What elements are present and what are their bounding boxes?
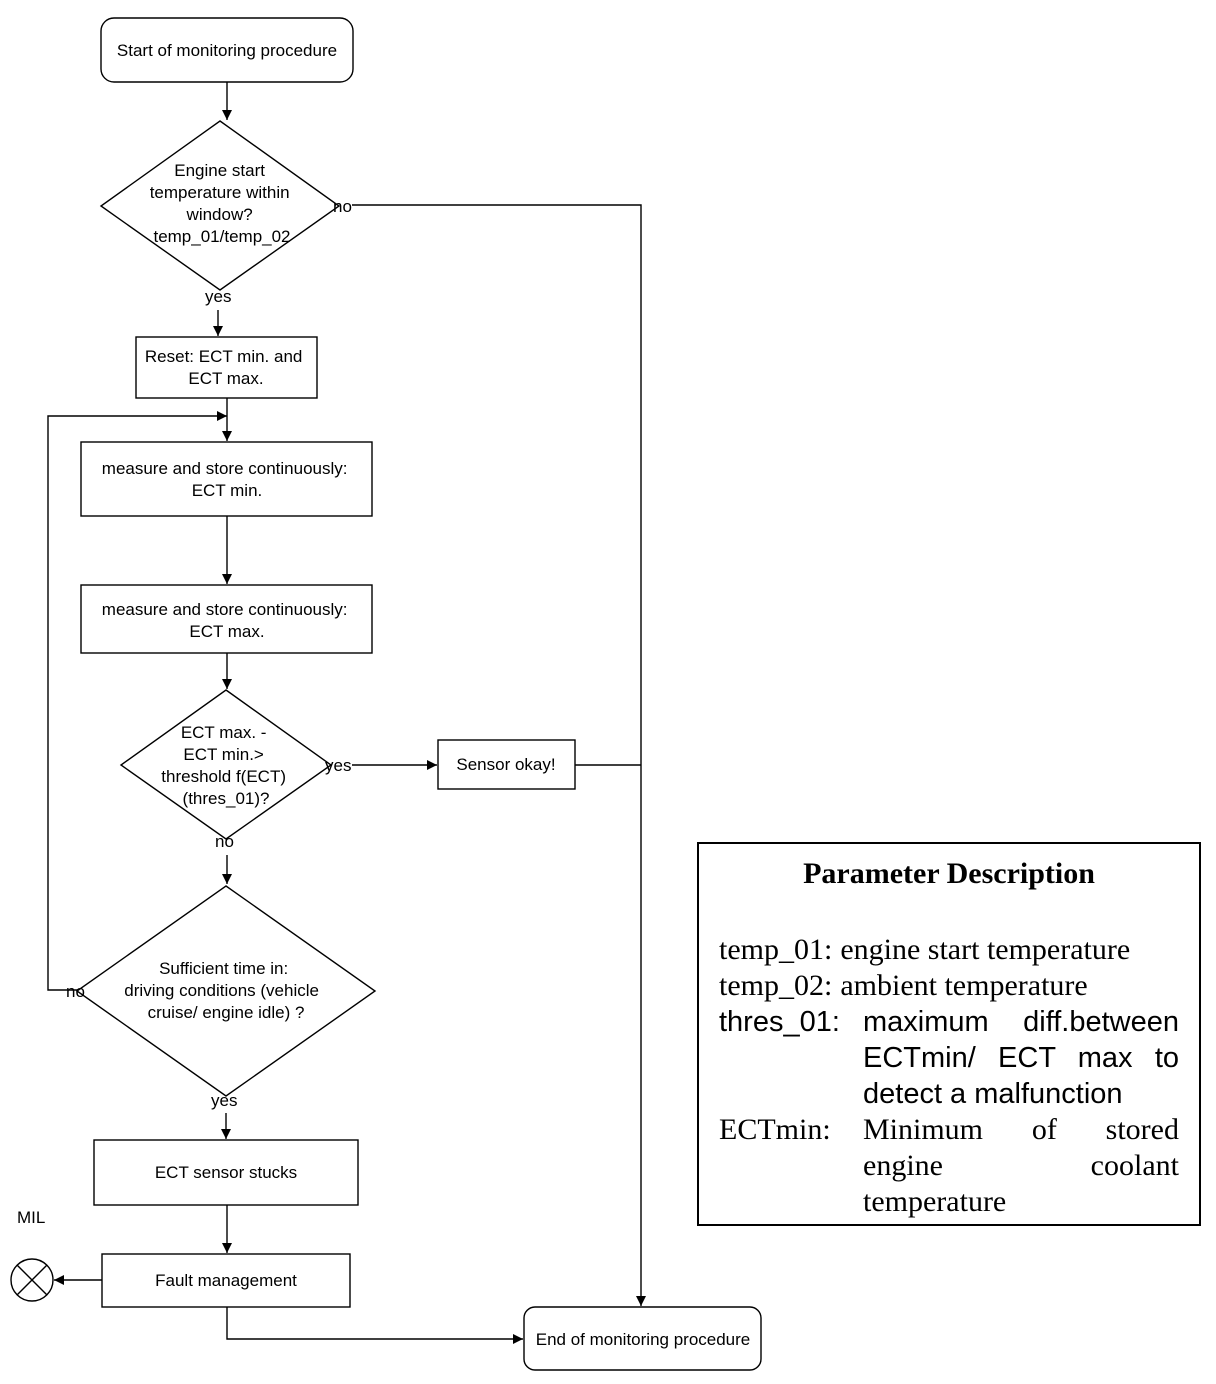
legend-row-temp02: temp_02: ambient temperature xyxy=(719,968,1179,1004)
decision-engine-start-label: Engine start temperature within window? … xyxy=(150,161,295,246)
measure-min-node: measure and store continuously: ECT min. xyxy=(80,441,373,517)
edges xyxy=(47,82,646,1344)
fault-node: Fault management xyxy=(101,1253,351,1308)
legend-key: ECTmin: xyxy=(719,1113,831,1146)
ect-stuck-label: ECT sensor stucks xyxy=(155,1163,297,1182)
measure-min-label: measure and store continuously: ECT min. xyxy=(102,459,352,500)
label-engine-yes: yes xyxy=(205,287,231,306)
legend-value: Minimum of stored engine coolant tempera… xyxy=(863,1113,1179,1218)
mil-lamp-icon xyxy=(10,1258,54,1302)
edge-time-no-loop-back xyxy=(47,411,227,991)
mil-label: MIL xyxy=(17,1208,45,1227)
label-threshold-yes: yes xyxy=(325,756,351,775)
legend-title: Parameter Description xyxy=(803,857,1095,890)
sensor-okay-label: Sensor okay! xyxy=(456,755,555,774)
legend-value: maximum diff.between ECTmin/ ECT max to … xyxy=(863,1006,1179,1110)
decision-threshold-label: ECT max. - ECT min.> threshold f(ECT) (t… xyxy=(161,723,290,808)
legend-key: temp_01: xyxy=(719,933,833,966)
label-time-no: no xyxy=(66,982,85,1001)
legend-key: temp_02: xyxy=(719,969,833,1002)
label-engine-no: no xyxy=(333,197,352,216)
ect-stuck-node: ECT sensor stucks xyxy=(93,1139,359,1206)
decision-engine-start: Engine start temperature within window? … xyxy=(99,120,341,291)
parameter-description-box: Parameter Description temp_01: engine st… xyxy=(697,842,1201,1226)
measure-max-node: measure and store continuously: ECT max. xyxy=(80,584,373,654)
legend-value: engine start temperature xyxy=(840,933,1131,966)
legend-row-ectmin: ECTmin: Minimum of stored engine coolant… xyxy=(719,1112,1179,1220)
sensor-okay-node: Sensor okay! xyxy=(437,739,576,790)
end-node: End of monitoring procedure xyxy=(523,1306,762,1371)
decision-threshold: ECT max. - ECT min.> threshold f(ECT) (t… xyxy=(119,689,333,840)
start-label: Start of monitoring procedure xyxy=(117,41,337,60)
end-label: End of monitoring procedure xyxy=(536,1330,751,1349)
legend-value: ambient temperature xyxy=(840,969,1088,1002)
measure-max-label: measure and store continuously: ECT max. xyxy=(102,600,352,641)
start-node: Start of monitoring procedure xyxy=(100,17,354,83)
legend-row-temp01: temp_01: engine start temperature xyxy=(719,932,1179,968)
label-time-yes: yes xyxy=(211,1091,237,1110)
label-threshold-no: no xyxy=(215,832,234,851)
reset-label: Reset: ECT min. and ECT max. xyxy=(145,347,307,388)
fault-label: Fault management xyxy=(155,1271,297,1290)
reset-node: Reset: ECT min. and ECT max. xyxy=(135,336,318,399)
decision-time: Sufficient time in: driving conditions (… xyxy=(75,885,377,1097)
legend-row-thres01: thres_01: maximum diff.between ECTmin/ E… xyxy=(719,1004,1179,1112)
legend-key: thres_01: xyxy=(719,1006,840,1038)
edge-fault-to-end xyxy=(226,1307,523,1344)
decision-time-label: Sufficient time in: driving conditions (… xyxy=(124,959,323,1022)
edge-engine-no-to-end xyxy=(352,204,646,1306)
